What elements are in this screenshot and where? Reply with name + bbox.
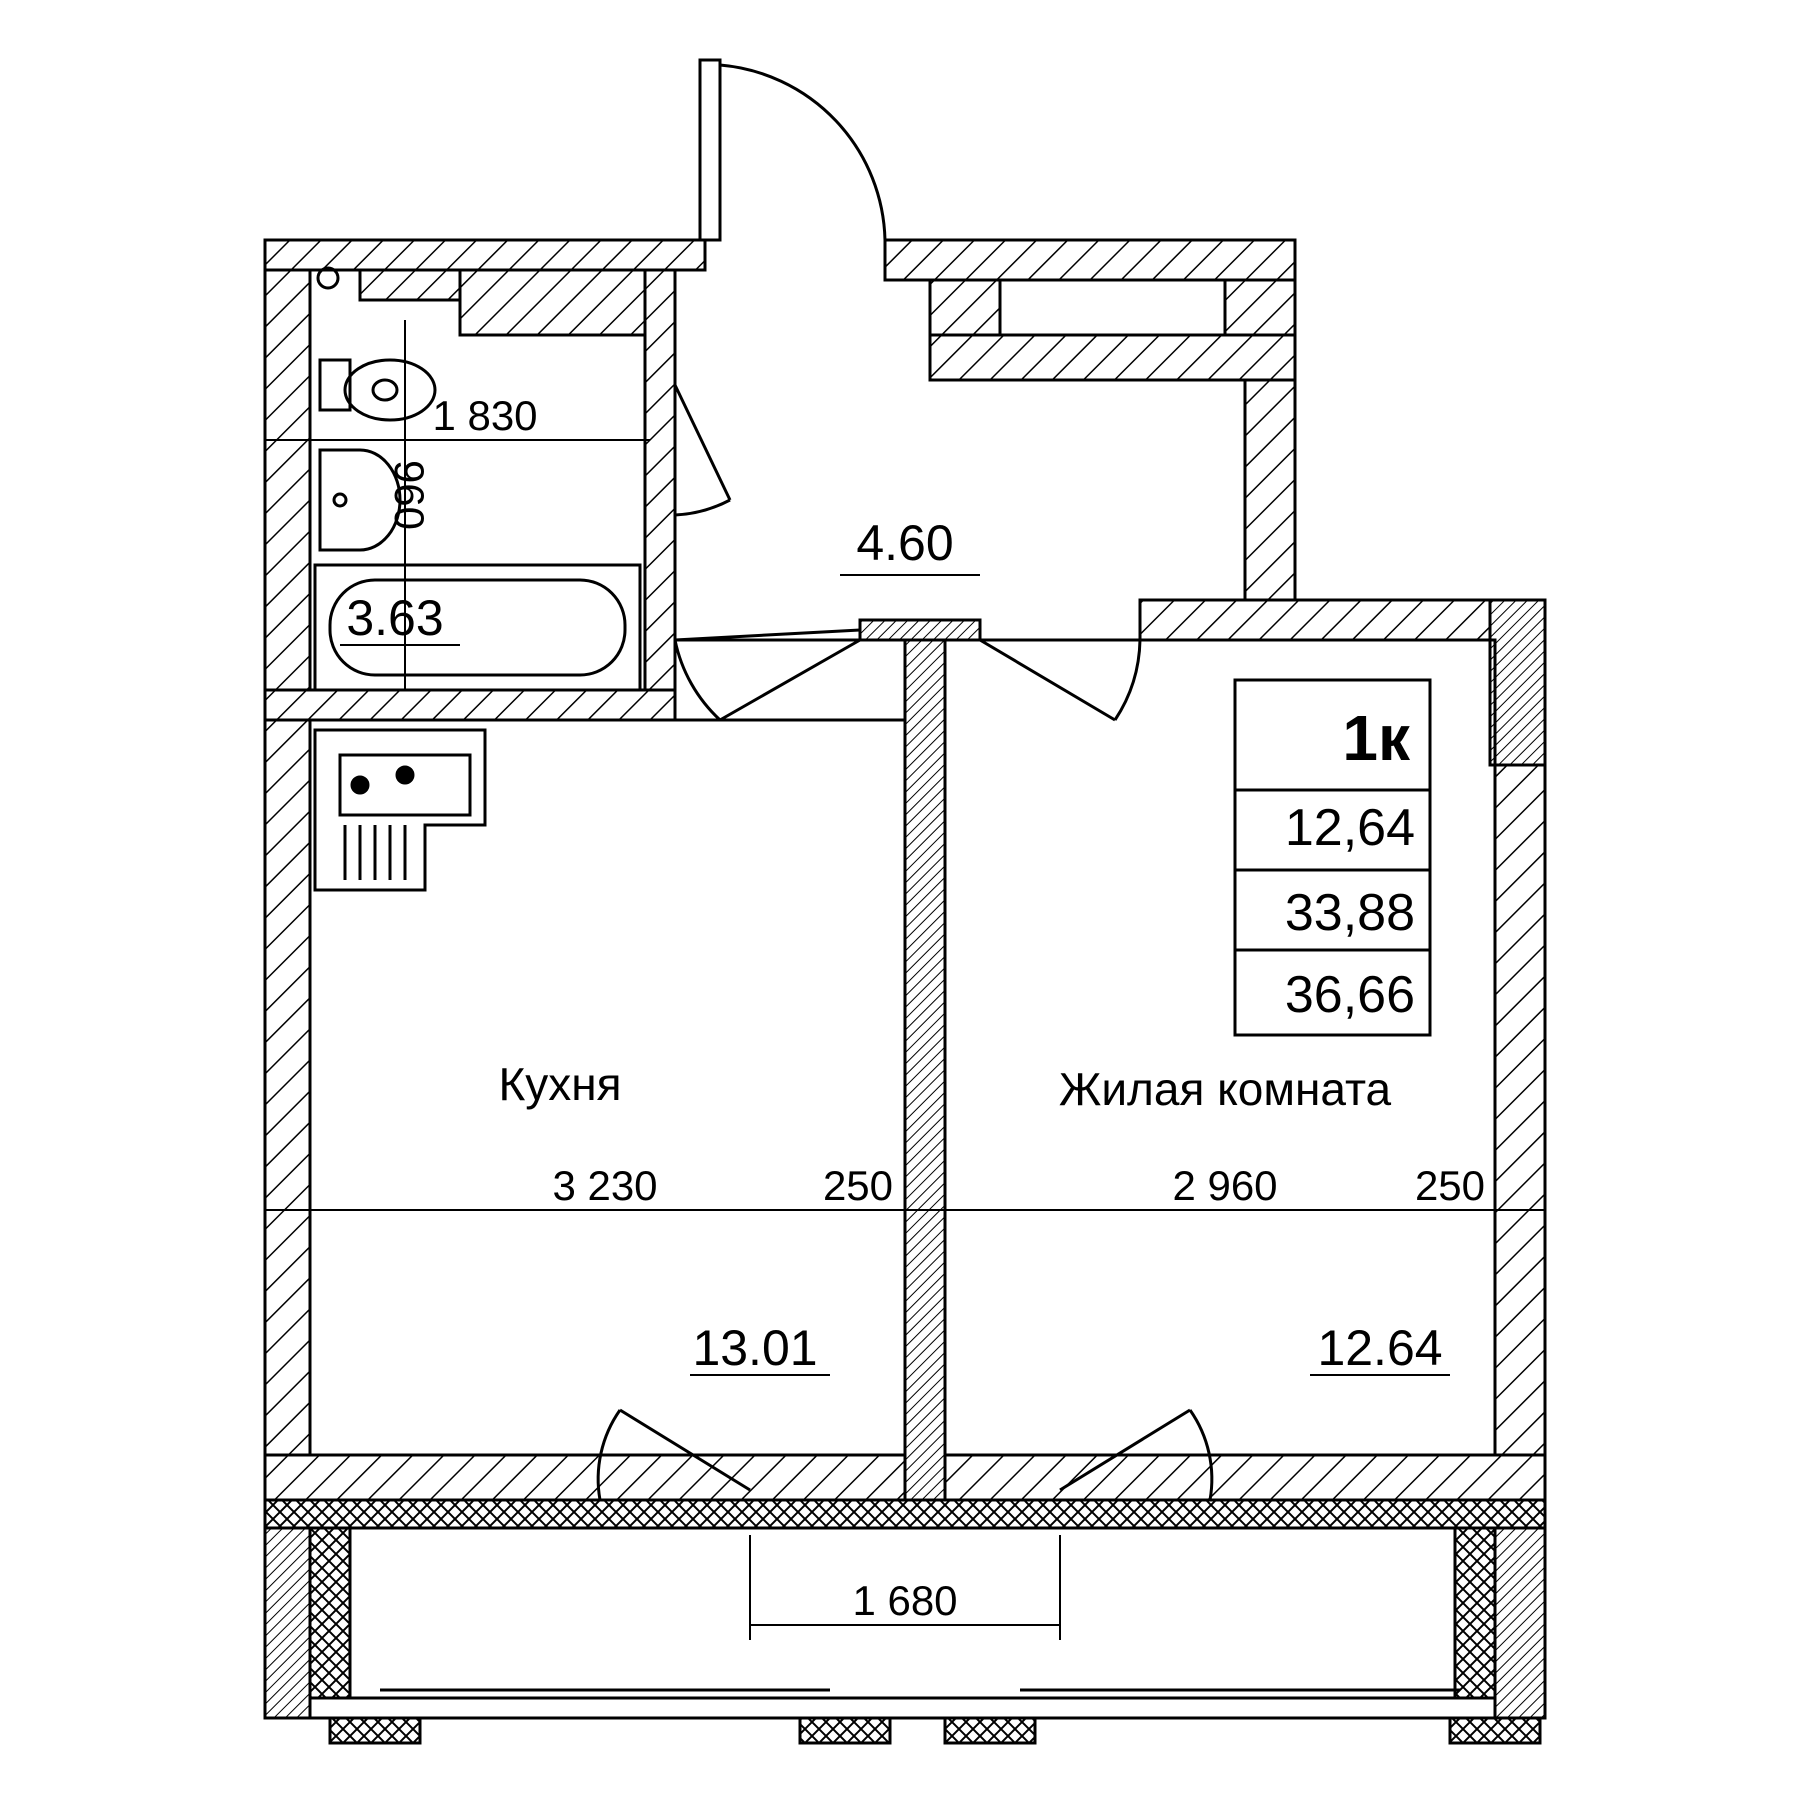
kitchen-sink (313, 728, 487, 892)
info-total-area: 33,88 (1285, 884, 1415, 942)
walls (263, 238, 1547, 1502)
hall-living-door[interactable] (979, 638, 1142, 722)
entrance-door[interactable] (698, 58, 887, 242)
dim-bath-width: 1 830 (432, 392, 537, 439)
toilet (318, 358, 437, 422)
kitchen-name: Кухня (498, 1058, 621, 1110)
kitchen-area: 13.01 (692, 1320, 817, 1376)
info-box (1233, 678, 1432, 1037)
bathroom-area: 3.63 (346, 590, 443, 646)
kitchen-balcony-door[interactable] (596, 1408, 751, 1501)
washbasin (318, 448, 402, 552)
apartment-type: 1к (1342, 702, 1411, 774)
dim-wall-right: 250 (1415, 1162, 1485, 1209)
dim-balcony-opening: 1 680 (852, 1577, 957, 1624)
info-living-area: 12,64 (1285, 799, 1415, 857)
living-room-name: Жилая комната (1059, 1063, 1392, 1115)
bathroom-door[interactable] (673, 384, 732, 517)
living-area: 12.64 (1317, 1320, 1442, 1376)
dim-kitchen-width: 3 230 (552, 1162, 657, 1209)
dimension-lines (265, 320, 1545, 1640)
hall-kitchen-door[interactable] (673, 628, 861, 722)
drain-icon (316, 266, 340, 290)
dim-bath-small: 960 (386, 460, 433, 530)
dim-wall-left: 250 (823, 1162, 893, 1209)
room-outlines (308, 335, 1497, 1457)
living-balcony-door[interactable] (1059, 1408, 1214, 1501)
dim-living-width: 2 960 (1172, 1162, 1277, 1209)
balcony (263, 1498, 1547, 1745)
info-total-with-balcony: 36,66 (1285, 966, 1415, 1024)
hall-area: 4.60 (856, 515, 953, 571)
bathtub (313, 563, 642, 692)
